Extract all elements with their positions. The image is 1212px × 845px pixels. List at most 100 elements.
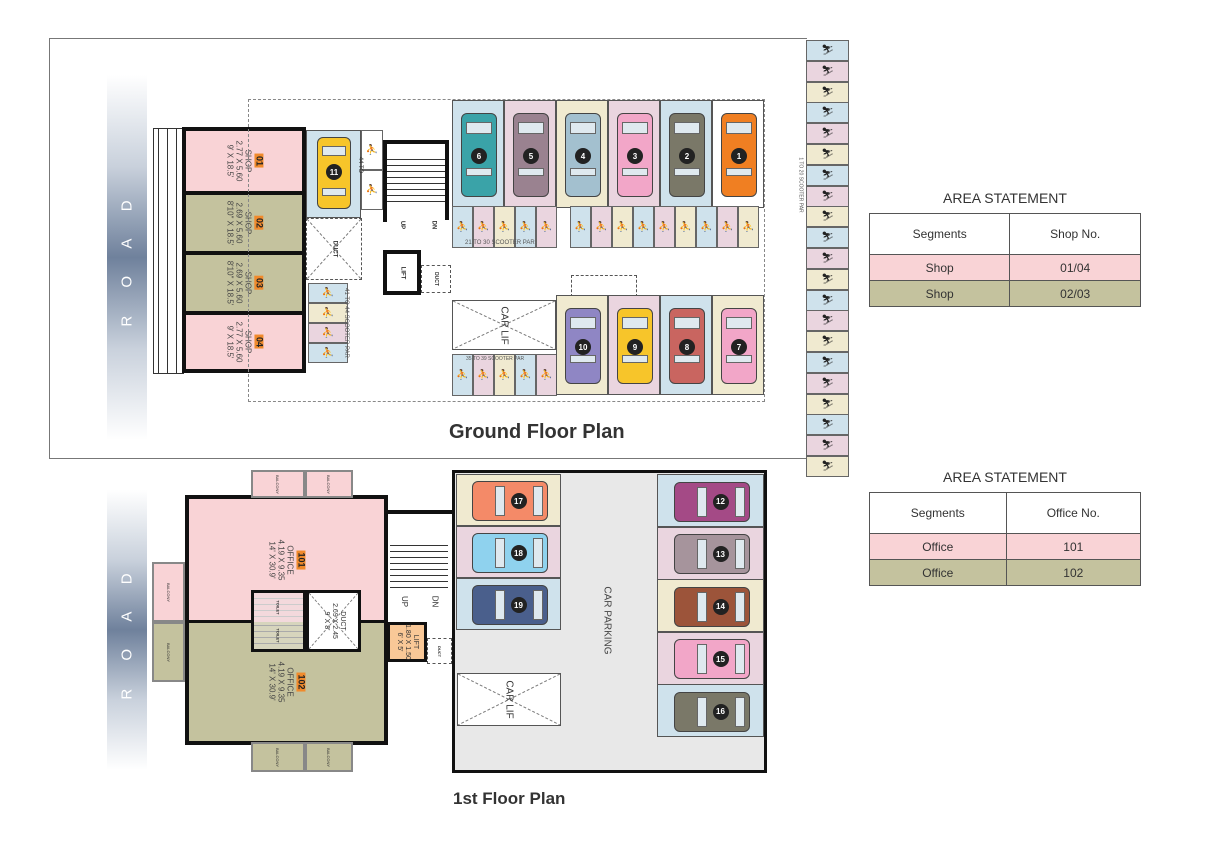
bike-slot: ⛹ [717, 206, 738, 248]
staircase[interactable] [390, 540, 448, 590]
bike-slot: ⛹ [473, 206, 494, 248]
rear-window [726, 355, 752, 363]
car-icon: 2 [669, 113, 705, 197]
shop-metric: 2.77 X 5.60 [233, 140, 243, 182]
windshield [696, 486, 707, 517]
windshield [696, 644, 707, 674]
balcony: BALCONY [305, 742, 353, 772]
bike-slot: ⛷ [806, 268, 849, 290]
parking-slot-1[interactable]: 1 [712, 100, 764, 208]
scooter-label: 21 TO 30 SCOOTER PAR [465, 240, 535, 246]
bike-slot: ⛹ [570, 206, 591, 248]
rear-window [734, 591, 745, 622]
bike-slot: ⛹ [494, 354, 515, 396]
parking-slot-18[interactable]: 18 [456, 526, 561, 578]
windshield [518, 122, 544, 134]
parking-slot-15[interactable]: 15 [657, 631, 764, 685]
cell-number: 01/04 [1009, 254, 1141, 281]
shop-imperial: 8'10" X 18.5' [225, 260, 234, 306]
parking-slot-10[interactable]: 10 [556, 295, 608, 395]
car-number: 10 [575, 339, 591, 355]
windshield [696, 696, 707, 727]
bike-slot: ⛹ [612, 206, 633, 248]
bike-slot: ⛷ [806, 372, 849, 394]
parking-slot-5[interactable]: 5 [504, 100, 556, 208]
office-imperial: 14' X 30.9' [267, 663, 277, 701]
parking-slot-2[interactable]: 2 [660, 100, 712, 208]
header-segments: Segments [868, 213, 1011, 255]
parking-slot-9[interactable]: 9 [608, 295, 660, 395]
parking-slot-14[interactable]: 14 [657, 579, 764, 632]
bike-slot: ⛷ [806, 185, 849, 207]
toilet: TOILET [251, 590, 306, 623]
lift-ground: LIFT [383, 250, 421, 295]
cell-number: 102 [1005, 559, 1142, 586]
car-number: 11 [326, 164, 342, 180]
car-number: 19 [510, 597, 527, 613]
car-icon: 4 [565, 113, 601, 197]
car-number: 1 [731, 148, 747, 164]
bike-slot: ⛹ [675, 206, 696, 248]
bike-slot: ⛷ [806, 164, 849, 186]
rear-window [734, 696, 745, 727]
parking-slot-16[interactable]: 16 [657, 684, 764, 737]
up-label: UP [400, 595, 410, 607]
wall [383, 140, 387, 222]
car-number: 15 [712, 651, 729, 667]
bike-slot: ⛹ [536, 206, 557, 248]
windshield [466, 122, 492, 134]
header-segments: Segments [869, 492, 1007, 534]
parking-slot-7[interactable]: 7 [712, 295, 764, 395]
road-label: R O A D [118, 560, 136, 700]
car-icon: 1 [721, 113, 757, 197]
parking-slot-17[interactable]: 17 [456, 474, 561, 526]
bike-slot: ⛷ [806, 435, 849, 457]
bike-slot: ⛷ [806, 331, 849, 353]
parking-slot-3[interactable]: 3 [608, 100, 660, 208]
bike-slot: ⛹ [633, 206, 654, 248]
parking-slot-11[interactable]: 11 [306, 130, 361, 218]
bike-slot: ⛷ [806, 289, 849, 311]
office-type: OFFICE [285, 667, 295, 697]
parking-slot-12[interactable]: 12 [657, 474, 764, 527]
area-statement-title: AREA STATEMENT [943, 190, 1067, 206]
bike-slot: ⛷ [806, 123, 849, 145]
shop-metric: 2.69 X 5.60 [234, 202, 243, 244]
parking-slot-13[interactable]: 13 [657, 526, 764, 580]
bike-slot: ⛹ [536, 354, 557, 396]
parking-slot-8[interactable]: 8 [660, 295, 712, 395]
duct-metric: 2.69 X 2.45 [330, 603, 338, 639]
wall [383, 140, 449, 144]
parking-slot-19[interactable]: 19 [456, 578, 561, 630]
bike-slot: ⛷ [806, 81, 849, 103]
car-number: 16 [712, 703, 729, 720]
rear-window [570, 168, 596, 176]
bike-slot: ⛹ [308, 323, 348, 343]
parking-outline [248, 99, 765, 402]
car-parking-label: CAR PARKING [601, 585, 613, 655]
car-icon: 13 [673, 534, 750, 574]
bike-slot: ⛹ [515, 206, 536, 248]
windshield [726, 317, 752, 329]
car-number: 18 [510, 545, 527, 561]
shop-imperial: 9' X 18.5' [224, 144, 234, 178]
bike-slot: ⛷ [806, 310, 849, 332]
shop-imperial: 8'10" X 18.5' [225, 200, 234, 246]
bike-slot: ⛹ [696, 206, 717, 248]
parking-slot-6[interactable]: 6 [452, 100, 504, 208]
rear-window [570, 355, 596, 363]
bike-slot: ⛹ [494, 206, 515, 248]
road-label: R O A D [118, 188, 136, 327]
bike-slot: ⛹ [361, 130, 383, 170]
parking-slot-4[interactable]: 4 [556, 100, 608, 208]
car-number: 7 [731, 339, 747, 355]
staircase[interactable] [387, 154, 445, 204]
rear-window [734, 486, 745, 517]
